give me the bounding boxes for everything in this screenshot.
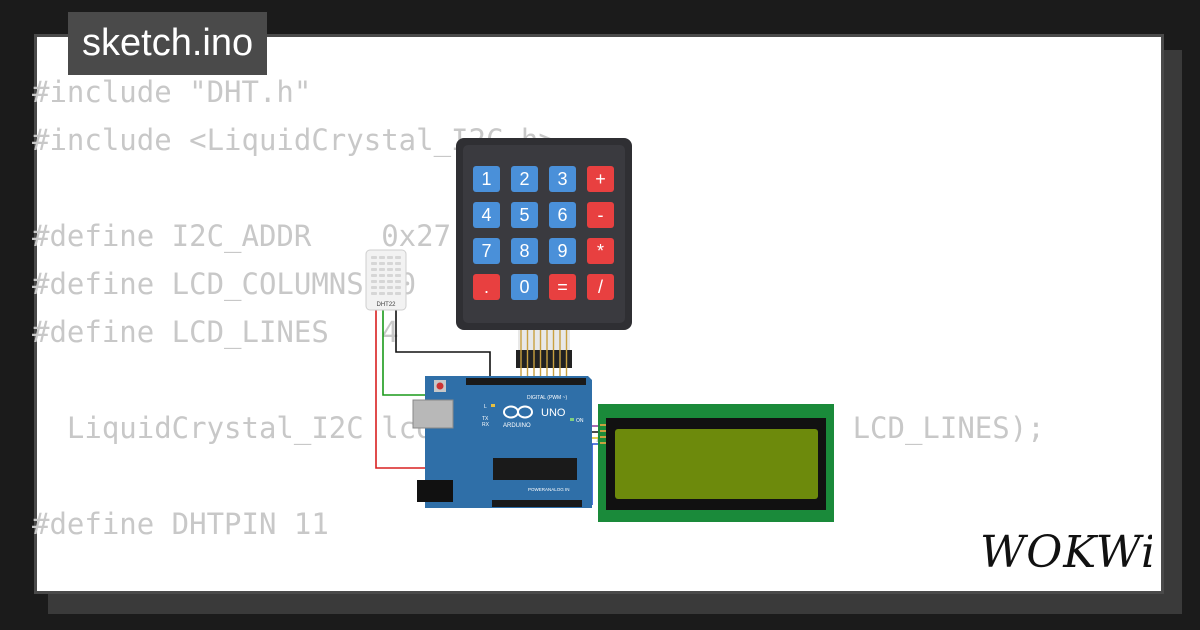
dht-vent — [379, 292, 385, 295]
keypad-key-label: . — [484, 277, 489, 297]
code-line: #define LCD_LINES 4 — [32, 315, 399, 349]
lcd-display[interactable] — [598, 404, 834, 522]
keypad-key-label: 6 — [557, 205, 567, 225]
dht-vent — [371, 292, 377, 295]
dht-vent — [395, 286, 401, 289]
l-led — [491, 404, 495, 407]
keypad-key-label: 3 — [557, 169, 567, 189]
digital-header — [466, 378, 586, 385]
keypad-key[interactable]: 2 — [511, 166, 538, 192]
keypad-key[interactable]: 9 — [549, 238, 576, 264]
dht-vent — [395, 262, 401, 265]
rx-label: RX — [482, 422, 490, 428]
keypad-key-label: 2 — [519, 169, 529, 189]
keypad-key[interactable]: / — [587, 274, 614, 300]
power-label: POWER — [528, 487, 546, 492]
dht-vent — [395, 280, 401, 283]
keypad-key[interactable]: 6 — [549, 202, 576, 228]
arduino-infinity-logo — [503, 405, 533, 419]
keypad-key[interactable]: - — [587, 202, 614, 228]
wokwi-logo: WOKWi — [980, 527, 1152, 577]
keypad-key[interactable]: = — [549, 274, 576, 300]
dht22-sensor[interactable]: DHT22 — [365, 249, 407, 311]
dht-vent — [387, 292, 393, 295]
dht-vent — [387, 262, 393, 265]
keypad-key-label: 1 — [481, 169, 491, 189]
dht-vent — [387, 280, 393, 283]
dht-vent — [379, 256, 385, 259]
dht-vent — [371, 286, 377, 289]
dht22-label: DHT22 — [376, 302, 396, 308]
dht-vent — [395, 268, 401, 271]
keypad[interactable]: 1 2 3 +4 5 6 - 7 8 9 *. 0 = / — [456, 138, 632, 330]
lcd-pin — [600, 430, 606, 432]
digital-label: DIGITAL (PWM ~) — [527, 395, 567, 401]
dht-vent — [371, 262, 377, 265]
l-led-label: L — [484, 404, 487, 410]
dht-vent — [371, 256, 377, 259]
keypad-key-label: 0 — [519, 277, 529, 297]
file-name-tab[interactable]: sketch.ino — [68, 12, 268, 75]
dht-vent — [395, 274, 401, 277]
keypad-key-label: 8 — [519, 241, 529, 261]
dht-vent — [379, 280, 385, 283]
dht-vent — [371, 280, 377, 283]
lcd-pin — [600, 436, 606, 438]
code-line: #define DHTPIN 11 — [32, 507, 329, 541]
lcd-pin — [600, 442, 606, 444]
on-label: ON — [576, 418, 584, 424]
code-background: #include "DHT.h"#include <LiquidCrystal_… — [32, 68, 1045, 548]
keypad-key[interactable]: * — [587, 238, 614, 264]
dht-vent — [387, 274, 393, 277]
keypad-key-label: = — [557, 277, 568, 297]
wire-blue — [591, 443, 598, 505]
wokwi-logo-text: WOKWi — [980, 527, 1152, 577]
dht-vent — [387, 256, 393, 259]
keypad-key-label: 9 — [557, 241, 567, 261]
keypad-key-label: 5 — [519, 205, 529, 225]
keypad-key[interactable]: 4 — [473, 202, 500, 228]
keypad-key[interactable]: . — [473, 274, 500, 300]
dht-vent — [379, 262, 385, 265]
dht-vent — [387, 268, 393, 271]
analog-header — [492, 500, 582, 507]
dht-vent — [379, 268, 385, 271]
tx-label: TX — [482, 416, 489, 422]
lcd-pin — [600, 424, 606, 426]
on-led — [570, 418, 574, 421]
keypad-key-label: - — [598, 205, 604, 225]
dht-vent — [371, 268, 377, 271]
dht-vent — [387, 286, 393, 289]
dht-vent — [371, 274, 377, 277]
keypad-key-label: * — [597, 241, 604, 261]
uno-label: UNO — [541, 407, 566, 419]
keypad-key-label: / — [598, 277, 603, 297]
arduino-uno[interactable]: UNO ARDUINO DIGITAL (PWM ~) ANALOG IN PO… — [412, 376, 592, 508]
atmega-chip — [493, 458, 577, 480]
keypad-key-label: 4 — [481, 205, 491, 225]
power-jack — [417, 480, 453, 502]
keypad-key-label: 7 — [481, 241, 491, 261]
keypad-key-label: + — [595, 169, 606, 189]
keypad-key[interactable]: 5 — [511, 202, 538, 228]
arduino-brand-label: ARDUINO — [503, 423, 531, 429]
code-line: #include "DHT.h" — [32, 75, 312, 109]
code-line: #define I2C_ADDR 0x27 — [32, 219, 452, 253]
keypad-key[interactable]: + — [587, 166, 614, 192]
dht-vent — [379, 286, 385, 289]
dht-vent — [379, 274, 385, 277]
keypad-key[interactable]: 1 — [473, 166, 500, 192]
keypad-key[interactable]: 3 — [549, 166, 576, 192]
keypad-key[interactable]: 8 — [511, 238, 538, 264]
wire-black — [395, 310, 491, 382]
usb-port — [412, 399, 454, 429]
dht-vent — [395, 256, 401, 259]
keypad-ribbon — [516, 328, 572, 382]
keypad-key[interactable]: 0 — [511, 274, 538, 300]
dht-vent — [395, 292, 401, 295]
keypad-key[interactable]: 7 — [473, 238, 500, 264]
analog-label: ANALOG IN — [545, 487, 570, 492]
